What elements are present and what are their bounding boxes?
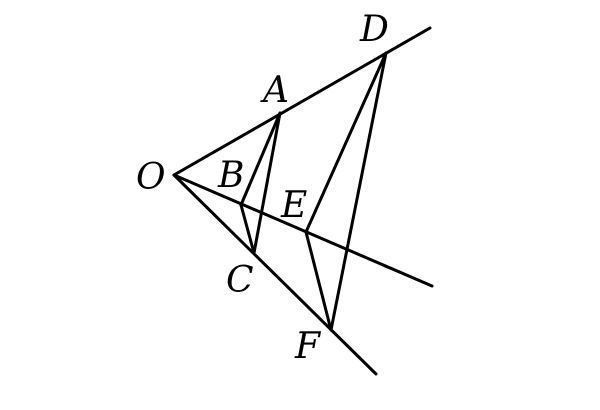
label-O: O <box>136 157 166 198</box>
ray-OE <box>172 173 434 288</box>
segment-BC <box>239 203 256 255</box>
label-B: B <box>217 155 244 196</box>
label-C: C <box>226 260 254 301</box>
segment-DE <box>304 51 388 234</box>
segment-AC <box>252 111 282 255</box>
segment-EF <box>304 230 333 332</box>
segment-DF <box>329 51 388 332</box>
label-D: D <box>359 9 389 50</box>
segment-AB <box>239 111 282 207</box>
label-A: A <box>260 70 289 111</box>
label-F: F <box>294 326 322 367</box>
ray-OD <box>172 26 432 177</box>
ray-OF <box>172 173 378 376</box>
label-E: E <box>280 185 307 226</box>
